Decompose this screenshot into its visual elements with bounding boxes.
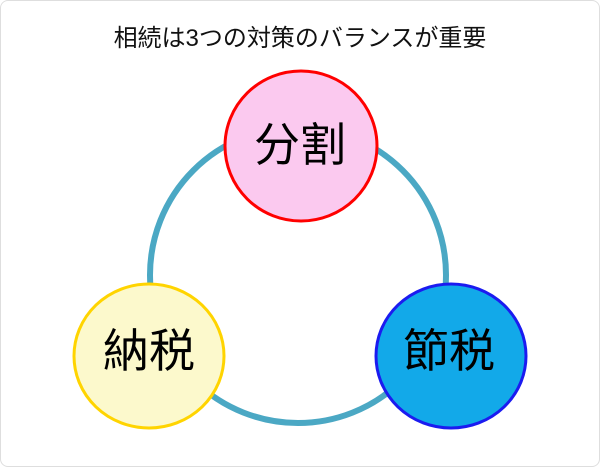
node-label-top: 分割 — [254, 119, 346, 171]
diagram-title: 相続は3つの対策のバランスが重要 — [113, 25, 487, 52]
node-circle-top — [223, 69, 379, 223]
node-bottom-left: 納税 — [72, 282, 226, 430]
node-circle-bottom-left — [72, 282, 226, 430]
node-top: 分割 — [223, 69, 379, 223]
node-label-bottom-left: 納税 — [103, 325, 195, 377]
node-bottom-right: 節税 — [374, 282, 528, 430]
node-label-bottom-right: 節税 — [403, 325, 495, 377]
node-circle-bottom-right — [374, 282, 528, 430]
